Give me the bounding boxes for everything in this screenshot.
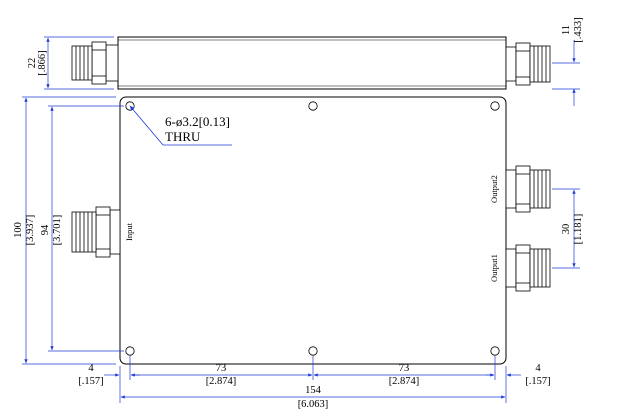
mounting-hole (490, 346, 500, 356)
dim-side-height-mm: 22 (27, 58, 38, 69)
dim-hole-span-in: [3.701] (52, 215, 63, 246)
side-view: 22 [.866] 11 [.433] (27, 17, 584, 106)
dim-output-pitch-in: [1.181] (573, 214, 584, 245)
dim-height (22, 96, 116, 365)
dim-output-pitch (552, 188, 580, 269)
dim-side-height-in: [.866] (37, 50, 48, 75)
side-view-body (117, 36, 507, 90)
mounting-hole (125, 346, 135, 356)
dim-hole-span-mm: 94 (40, 224, 51, 235)
dim-edge-right-mm: 4 (535, 363, 541, 374)
dim-side-offset (552, 40, 580, 106)
hole-callout (129, 105, 232, 146)
dim-hole-pitch1-in: [2.874] (206, 376, 237, 387)
dim-edge-right-in: [.157] (525, 376, 550, 387)
dim-height-in: [3.937] (25, 215, 36, 246)
dim-length-in: [6.063] (298, 399, 329, 410)
dim-hole-span (48, 105, 124, 352)
mounting-hole (308, 346, 318, 356)
mounting-hole (490, 101, 500, 111)
mounting-hole (308, 101, 318, 111)
output1-connector (505, 244, 551, 292)
side-left-connector (71, 41, 119, 85)
output2-port-label: Output2 (489, 175, 499, 203)
hole-callout-thru: THRU (165, 129, 201, 144)
top-view: Input Output2 Output1 6-ø3.2[0.13] THR (13, 96, 584, 410)
dim-output-pitch-mm: 30 (561, 224, 572, 235)
dim-edge-left-in: [.157] (78, 376, 103, 387)
output1-port-label: Output1 (489, 254, 499, 282)
dim-horizontal-extensions (119, 356, 507, 403)
input-connector (71, 206, 121, 258)
hole-callout-text: 6-ø3.2[0.13] (165, 114, 230, 129)
dim-hole-pitch2-mm: 73 (399, 363, 410, 374)
dim-side-height (44, 36, 114, 90)
dim-side-offset-in: [.433] (573, 17, 584, 42)
output2-connector (505, 165, 551, 213)
input-port-label: Input (124, 222, 134, 241)
dim-length-mm: 154 (305, 385, 322, 396)
dim-side-offset-mm: 11 (561, 25, 572, 35)
dim-height-mm: 100 (13, 222, 24, 238)
dim-hole-pitch2-in: [2.874] (389, 376, 420, 387)
dim-hole-pitch1-mm: 73 (216, 363, 227, 374)
dim-edge-left-mm: 4 (88, 363, 94, 374)
side-right-connector (505, 42, 551, 86)
